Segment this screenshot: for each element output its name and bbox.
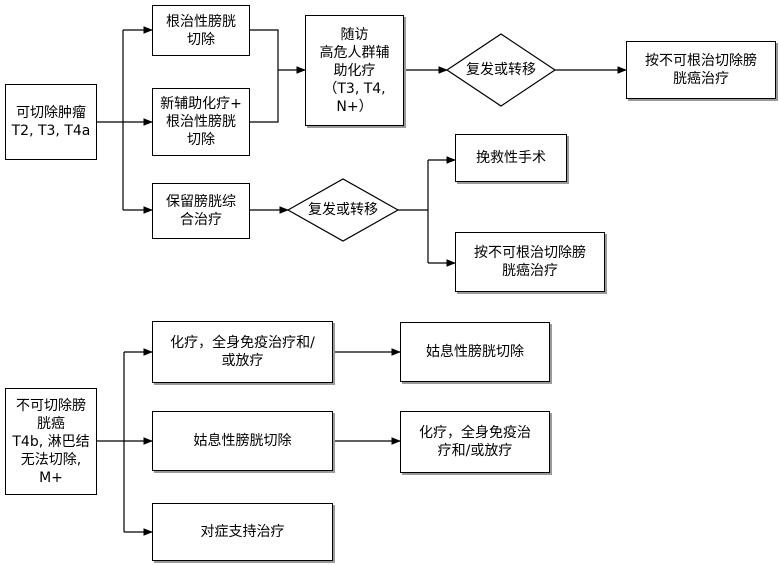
- palliative-cystectomy-box-2: 姑息性膀胱切除: [152, 411, 333, 471]
- bladder-sparing-box: 保留膀胱综 合治疗: [152, 183, 250, 239]
- decision1-label: 复发或转移: [466, 62, 536, 78]
- bladder-sparing-label: 保留膀胱综 合治疗: [166, 194, 236, 228]
- salvage-surgery-box: 挽救性手术: [455, 134, 567, 182]
- unresectable-tumor-label: 不可切除膀 胱癌 T4b, 淋巴结 无法切除, M+: [12, 397, 90, 486]
- decision2-diamond-shape: [286, 178, 400, 242]
- chemo-immuno-label: 化疗，全身免疫治疗和/ 或放疗: [170, 335, 315, 369]
- palliative-cystectomy-label-1: 姑息性膀胱切除: [426, 344, 524, 360]
- salvage-surgery-label: 挽救性手术: [476, 150, 546, 166]
- decision1-diamond-shape: [445, 33, 557, 107]
- supportive-care-box: 对症支持治疗: [152, 503, 333, 561]
- decision2-label: 复发或转移: [308, 202, 378, 218]
- followup-box: 随访 高危人群辅 助化疗 （T3, T4, N+）: [305, 15, 404, 126]
- neoadjuvant-label: 新辅助化疗+ 根治性膀胱 切除: [160, 96, 242, 148]
- radical-cystectomy-label: 根治性膀胱 切除: [166, 13, 236, 48]
- edge-radical-merge: [250, 29, 279, 70]
- chemo-immuno-box-2: 化疗，全身免疫治 疗和/或放疗: [400, 411, 550, 473]
- unresectable-treatment-box-2: 按不可根治切除膀 胱癌治疗: [455, 232, 605, 292]
- radical-cystectomy-box: 根治性膀胱 切除: [152, 5, 250, 56]
- unresectable-treatment-box-1: 按不可根治切除膀 胱癌治疗: [626, 41, 776, 99]
- unresectable-treatment-label-2: 按不可根治切除膀 胱癌治疗: [474, 245, 586, 279]
- chemo-immuno-label-2: 化疗，全身免疫治 疗和/或放疗: [419, 425, 531, 459]
- supportive-care-label: 对症支持治疗: [200, 524, 285, 540]
- resectable-tumor-label: 可切除肿瘤 T2, T3, T4a: [11, 105, 91, 139]
- unresectable-treatment-label-1: 按不可根治切除膀 胱癌治疗: [645, 53, 757, 87]
- edge-neoadjuvant-merge: [250, 70, 279, 123]
- followup-label: 随访 高危人群辅 助化疗 （T3, T4, N+）: [319, 26, 390, 115]
- palliative-cystectomy-box-1: 姑息性膀胱切除: [400, 322, 550, 382]
- palliative-cystectomy-label-2: 姑息性膀胱切除: [193, 433, 292, 449]
- chemo-immuno-box: 化疗，全身免疫治疗和/ 或放疗: [152, 321, 333, 383]
- neoadjuvant-box: 新辅助化疗+ 根治性膀胱 切除: [152, 88, 250, 156]
- resectable-tumor-box: 可切除肿瘤 T2, T3, T4a: [5, 84, 97, 160]
- unresectable-tumor-box: 不可切除膀 胱癌 T4b, 淋巴结 无法切除, M+: [5, 388, 97, 495]
